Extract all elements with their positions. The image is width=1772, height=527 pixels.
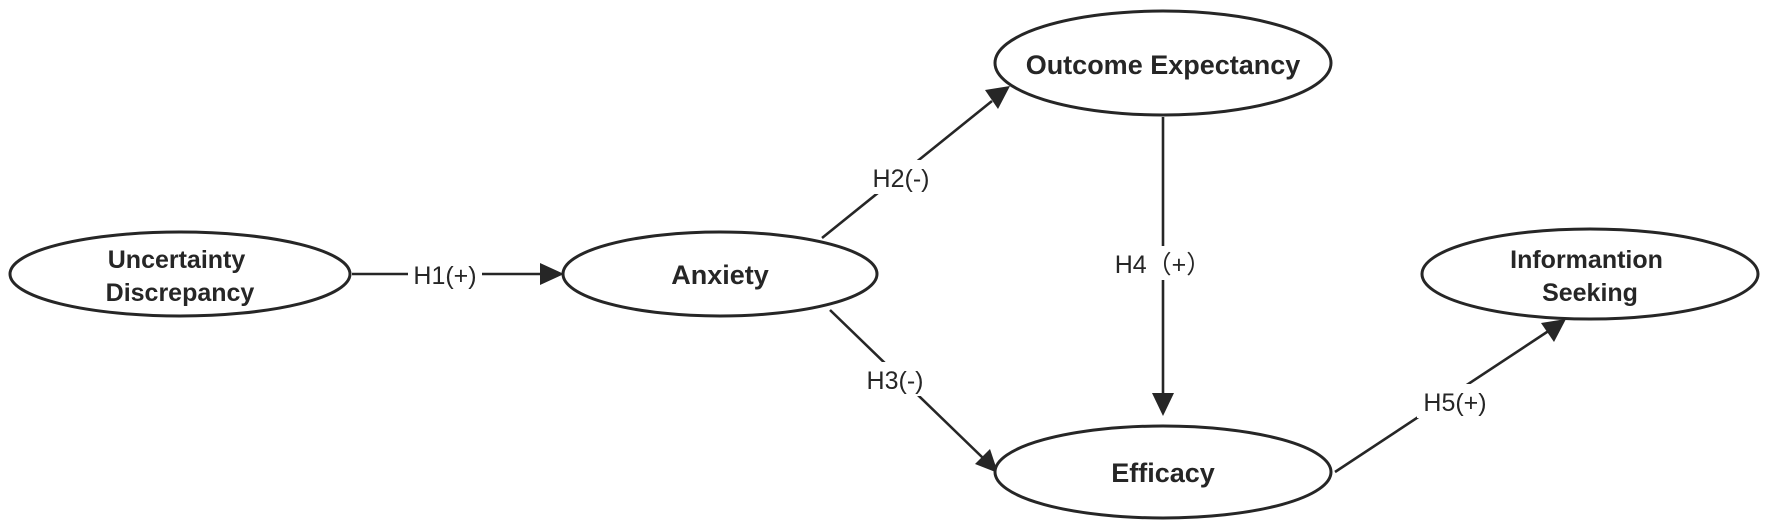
node-efficacy-label: Efficacy xyxy=(1111,458,1215,488)
edge-h2-label-bg xyxy=(864,160,938,194)
edge-h3-label: H3(-) xyxy=(867,367,924,395)
edge-h1-label-bg xyxy=(408,258,482,290)
node-information-seeking-shape xyxy=(1420,227,1760,321)
edge-h2-arrowhead xyxy=(985,86,1010,109)
node-information-seeking-line-1: Informantion xyxy=(1510,246,1663,274)
node-efficacy-shape xyxy=(993,424,1333,520)
node-uncertainty-discrepancy-shape xyxy=(8,230,352,318)
edge-h4-arrowhead xyxy=(1152,393,1174,416)
edge-h5-arrowhead xyxy=(1541,319,1566,342)
node-outcome-expectancy-label: Outcome Expectancy xyxy=(1026,50,1301,80)
edge-h4: H4（+） xyxy=(1100,117,1226,416)
edge-h1-arrowhead xyxy=(540,263,564,285)
edge-h4-label: H4（+） xyxy=(1115,251,1212,279)
node-uncertainty-discrepancy-label: Uncertainty Discrepancy xyxy=(106,246,255,307)
node-outcome-expectancy-shape xyxy=(993,9,1333,117)
edge-h1: H1(+) xyxy=(352,258,564,290)
node-anxiety: Anxiety xyxy=(561,230,879,318)
node-information-seeking: Informantion Seeking xyxy=(1420,227,1760,321)
node-information-seeking-line-2: Seeking xyxy=(1542,279,1638,307)
edge-h1-label: H1(+) xyxy=(413,262,476,290)
edge-h5-label: H5(+) xyxy=(1423,389,1486,417)
node-information-seeking-label: Informantion Seeking xyxy=(1510,246,1670,307)
edge-h3: H3(-) xyxy=(829,309,998,473)
node-uncertainty-discrepancy: Uncertainty Discrepancy xyxy=(8,230,352,318)
edge-h3-arrowhead xyxy=(975,449,998,473)
edge-h5-label-bg xyxy=(1417,384,1493,418)
node-uncertainty-line-1: Uncertainty xyxy=(108,246,246,274)
node-uncertainty-line-2: Discrepancy xyxy=(106,279,255,307)
edge-h5: H5(+) xyxy=(1334,319,1566,474)
edge-h2-label: H2(-) xyxy=(873,165,930,193)
edge-h4-label-bg xyxy=(1100,246,1226,280)
node-anxiety-label: Anxiety xyxy=(671,260,769,290)
edge-h3-label-bg xyxy=(858,362,932,396)
node-efficacy: Efficacy xyxy=(993,424,1333,520)
edge-h2: H2(-) xyxy=(821,86,1010,240)
node-anxiety-shape xyxy=(561,230,879,318)
node-outcome-expectancy: Outcome Expectancy xyxy=(993,9,1333,117)
